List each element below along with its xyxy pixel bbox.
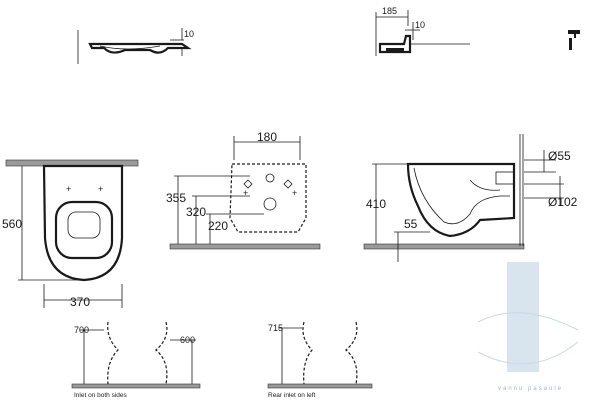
seat-top-thickness-label: 10 (184, 29, 194, 39)
side-inlet-dia-label: Ø55 (548, 149, 571, 163)
side-outlet-dia-label: Ø102 (548, 195, 578, 209)
watermark-bar (507, 262, 539, 372)
seat-side-depth-label: 185 (382, 6, 397, 16)
side-height-label: 410 (366, 197, 386, 211)
watermark: vannu pasaule (477, 262, 579, 392)
seat-side-view: 185 10 (375, 6, 470, 56)
rear-inlet-view: 715 Rear inlet on left (267, 321, 373, 399)
svg-text:+: + (243, 188, 248, 198)
rear-inlet-caption: Rear inlet on left (268, 392, 316, 399)
front-height-mid-label: 320 (186, 205, 206, 219)
seat-side-thickness-label: 10 (415, 20, 425, 30)
watermark-swoosh-bottom (477, 341, 579, 365)
inlet-both-left-label: 700 (74, 325, 89, 335)
inlet-both-floor (71, 383, 201, 389)
side-outlet-height-label: 55 (404, 217, 418, 231)
front-floor (169, 243, 321, 250)
front-height-total-label: 355 (166, 191, 186, 205)
front-height-low-label: 220 (208, 219, 228, 233)
watermark-text: vannu pasaule (498, 386, 563, 392)
front-view: 180 + + 355 320 220 (166, 130, 321, 250)
inlet-both-caption: Inlet on both sides (74, 392, 128, 399)
inlet-both-right-label: 600 (180, 335, 195, 345)
svg-text:+: + (98, 184, 103, 194)
front-width-label: 180 (257, 130, 277, 144)
side-view: 410 55 Ø55 Ø102 (363, 134, 578, 262)
seat-top-view: 10 (77, 28, 194, 64)
svg-text:+: + (292, 188, 297, 198)
plan-depth-label: 560 (2, 217, 22, 231)
side-floor (363, 243, 525, 250)
plan-view: + + 560 370 (2, 159, 139, 309)
plan-width-label: 370 (70, 295, 90, 309)
rear-inlet-left-label: 715 (268, 323, 283, 333)
svg-text:+: + (66, 184, 71, 194)
flush-valve-icon (568, 30, 580, 50)
watermark-swoosh-top (477, 312, 579, 331)
inlet-both-sides-view: 700 600 Inlet on both sides (71, 321, 201, 399)
rear-inlet-floor (267, 383, 373, 389)
